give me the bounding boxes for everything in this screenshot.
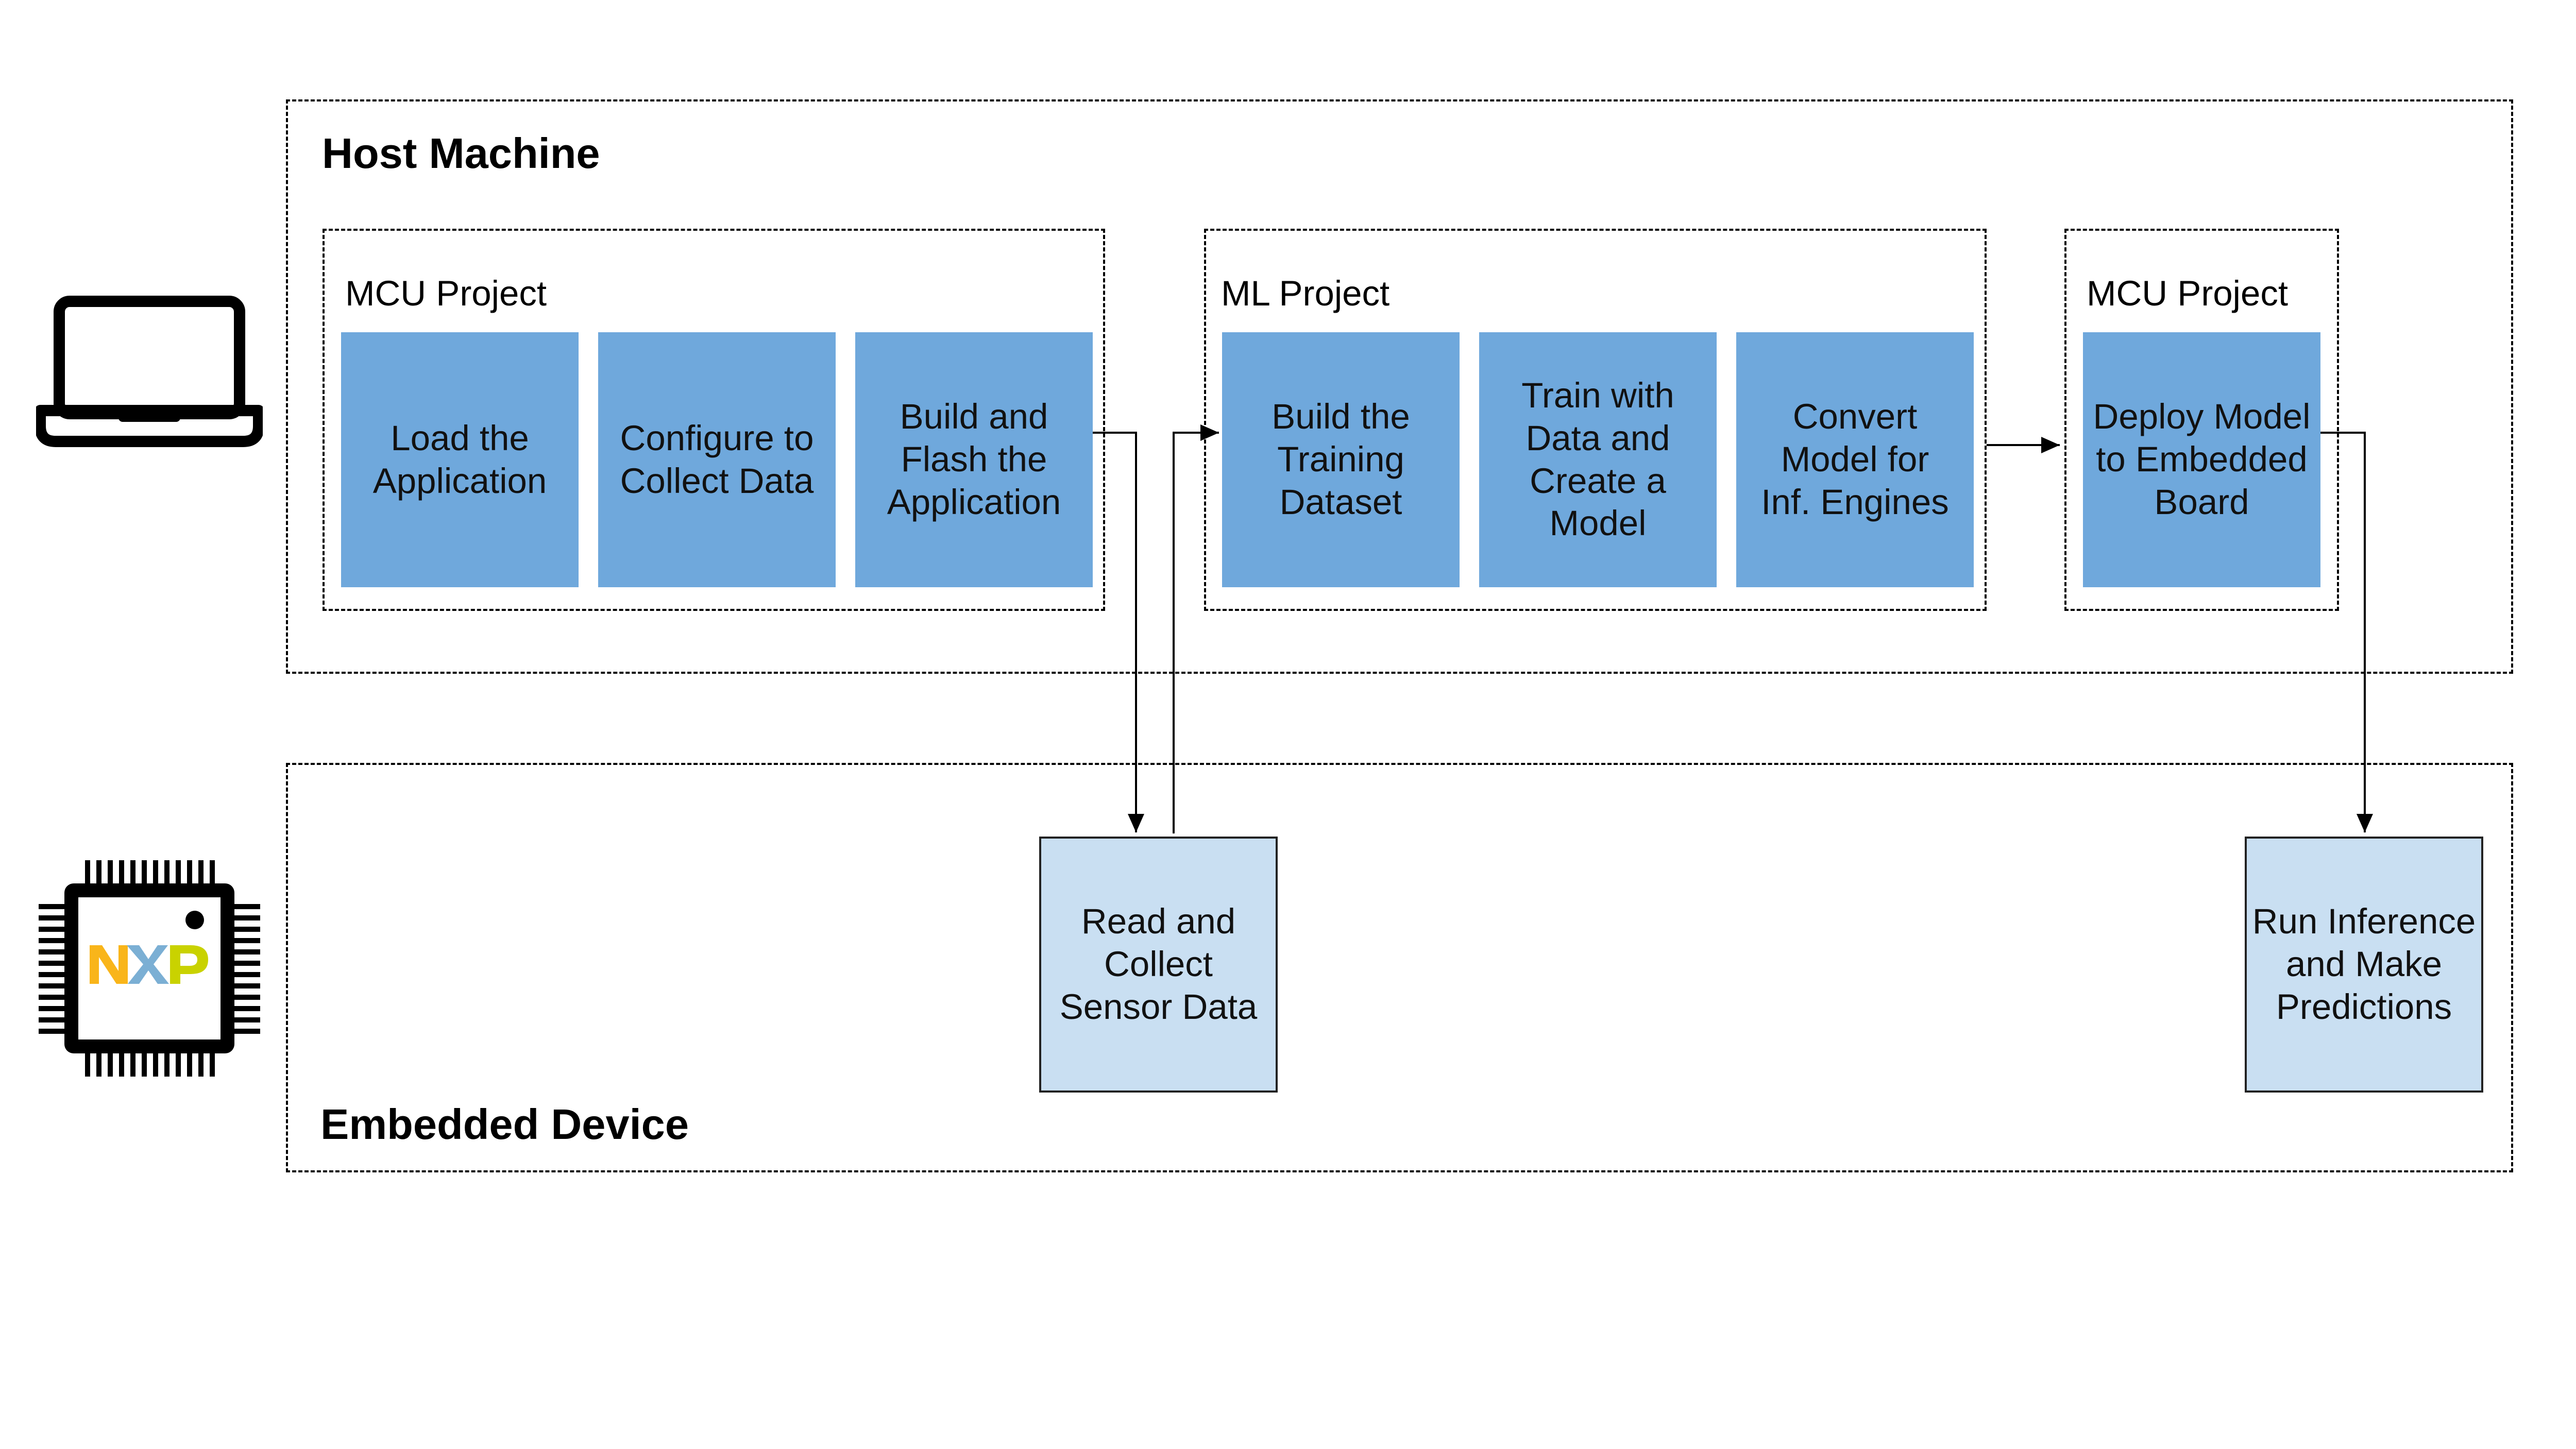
embedded-device-title: Embedded Device	[320, 1100, 689, 1148]
step-build-training-dataset: Build the Training Dataset	[1222, 332, 1460, 587]
step-configure-collect-data: Configure to Collect Data	[598, 332, 836, 587]
mcu-project-group-2-title: MCU Project	[2087, 274, 2289, 313]
laptop-icon	[36, 296, 263, 447]
arrow-flash-to-device	[1093, 432, 1144, 832]
nxp-chip-icon	[39, 860, 260, 1077]
embedded-device-region	[286, 763, 2513, 1172]
mcu-project-group-1-title: MCU Project	[345, 274, 547, 313]
host-machine-title: Host Machine	[322, 129, 600, 177]
step-build-flash-application: Build and Flash the Application	[855, 332, 1093, 587]
host-machine-region	[286, 99, 2513, 674]
mcu-project-group-1	[323, 229, 1105, 611]
step-convert-model: Convert Model for Inf. Engines	[1736, 332, 1974, 587]
step-deploy-model: Deploy Model to Embedded Board	[2083, 332, 2320, 587]
mcu-project-group-2	[2064, 229, 2339, 611]
step-run-inference: Run Inference and Make Predictions	[2245, 837, 2483, 1093]
step-load-application: Load the Application	[341, 332, 579, 587]
arrow-deploy-to-inference	[2320, 432, 2373, 832]
step-read-collect-sensor-data: Read and Collect Sensor Data	[1039, 837, 1278, 1093]
ml-project-group-title: ML Project	[1221, 274, 1390, 313]
ml-project-group	[1204, 229, 1987, 611]
arrow-device-to-dataset	[1173, 424, 1219, 833]
step-train-create-model: Train with Data and Create a Model	[1479, 332, 1717, 587]
